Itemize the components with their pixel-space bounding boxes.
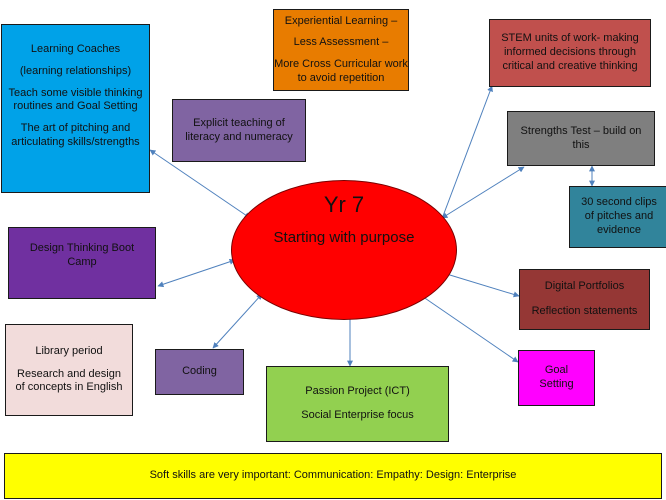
- strengths-line-1: Strengths Test – build on this: [520, 124, 642, 151]
- experiential-line-1: Experiential Learning –: [284, 14, 398, 27]
- passion-line-2: Social Enterprise focus: [301, 409, 414, 421]
- softskills-line-1: Soft skills are very important: Communic…: [149, 469, 517, 482]
- library-line-1: Library period: [35, 344, 103, 357]
- soft-skills-banner: Soft skills are very important: Communic…: [4, 453, 662, 499]
- explicit-line-1: Explicit teaching of literacy and numera…: [185, 116, 293, 143]
- arrow-design: [157, 258, 236, 288]
- experiential-learning-box: Experiential Learning – Less Assessment …: [273, 9, 409, 91]
- clips-line-1: 30 second clips of pitches and evidence: [581, 196, 657, 236]
- explicit-teaching-box: Explicit teaching of literacy and numera…: [172, 99, 306, 162]
- design-thinking-box: Design Thinking Boot Camp: [8, 227, 156, 299]
- arrow-coaches: [149, 149, 251, 219]
- passion-line-1: Passion Project (ICT): [305, 385, 410, 398]
- portfolios-line-2: Reflection statements: [531, 305, 638, 317]
- arrow-coding: [212, 293, 263, 349]
- experiential-line-2: Less Assessment –: [293, 36, 389, 49]
- coding-line-1: Coding: [182, 365, 217, 378]
- stem-line-1: STEM units of work- making informed deci…: [501, 32, 639, 72]
- coaches-line-2: (learning relationships): [19, 64, 132, 77]
- arrow-goal: [415, 291, 519, 363]
- coaches-line-3: Teach some visible thinking routines and…: [8, 86, 143, 113]
- coding-box: Coding: [155, 349, 244, 395]
- experiential-line-3: More Cross Curricular work to avoid repe…: [274, 58, 408, 84]
- library-line-2: Research and design of concepts in Engli…: [15, 367, 123, 394]
- center-title: Yr 7: [323, 192, 365, 217]
- portfolios-line-1: Digital Portfolios: [544, 280, 625, 293]
- digital-portfolios-box: Digital Portfolios Reflection statements: [519, 269, 650, 330]
- goal-line-1: Goal Setting: [539, 364, 574, 390]
- stem-units-box: STEM units of work- making informed deci…: [489, 19, 651, 87]
- coaches-line-1: Learning Coaches: [30, 43, 121, 55]
- goal-setting-box: Goal Setting: [518, 350, 595, 406]
- center-subtitle: Starting with purpose: [273, 229, 415, 246]
- learning-coaches-box: Learning Coaches (learning relationships…: [1, 24, 150, 193]
- arrow-strengths: [441, 166, 525, 219]
- design-line-1: Design Thinking Boot Camp: [29, 242, 135, 268]
- center-ellipse: Yr 7 Starting with purpose: [231, 180, 457, 320]
- coaches-line-4: The art of pitching and articulating ski…: [11, 122, 140, 148]
- pitch-clips-box: 30 second clips of pitches and evidence: [569, 186, 666, 248]
- arrow-portfolios: [439, 270, 520, 298]
- passion-project-box: Passion Project (ICT) Social Enterprise …: [266, 366, 449, 442]
- strengths-test-box: Strengths Test – build on this: [507, 111, 655, 166]
- library-period-box: Library period Research and design of co…: [5, 324, 133, 416]
